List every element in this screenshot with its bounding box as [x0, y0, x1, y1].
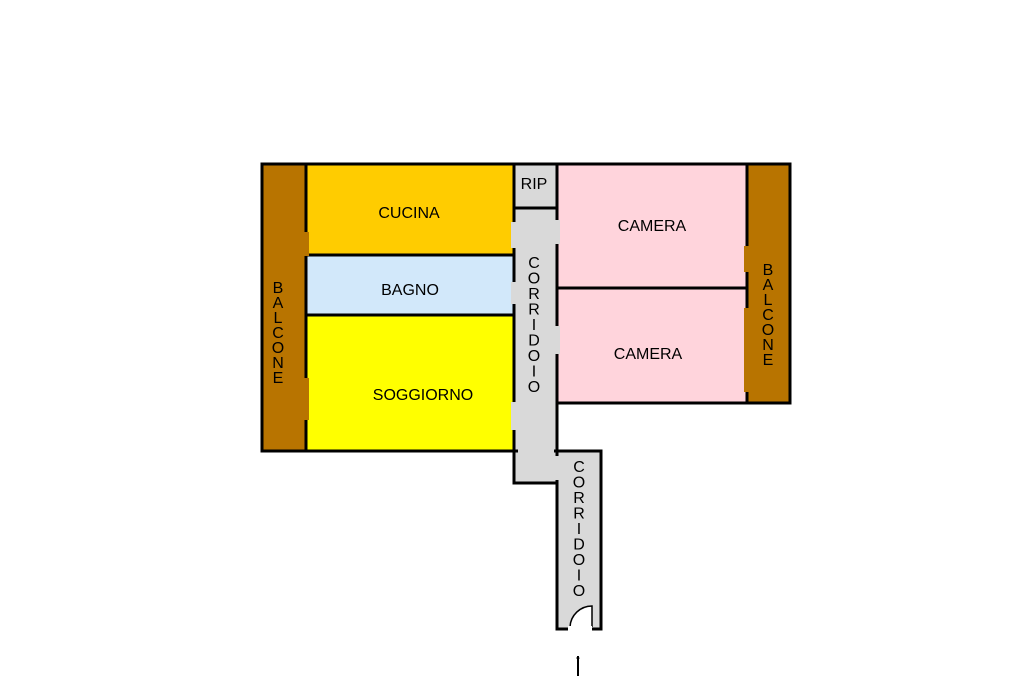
room-bagno: [304, 253, 516, 317]
entrance-opening: [568, 626, 592, 632]
label-cucina: CUCINA: [378, 205, 440, 222]
room-cucina: [304, 162, 516, 257]
label-bagno: BAGNO: [381, 282, 439, 299]
entrance-door-swing: [569, 605, 593, 628]
balcone-right: [745, 162, 792, 405]
label-ripostiglio: RIP: [521, 176, 548, 193]
wall-openings: [303, 220, 750, 480]
room-soggiorno: [304, 313, 516, 453]
corridoio-entry: [555, 449, 603, 631]
label-camera-bottom: CAMERA: [614, 346, 683, 363]
label-soggiorno: SOGGIORNO: [373, 387, 473, 404]
balcone-left: [260, 162, 308, 453]
corridoio-landing: [512, 449, 559, 485]
label-camera-top: CAMERA: [618, 218, 687, 235]
entrance-arrow: ↑: [574, 652, 582, 669]
